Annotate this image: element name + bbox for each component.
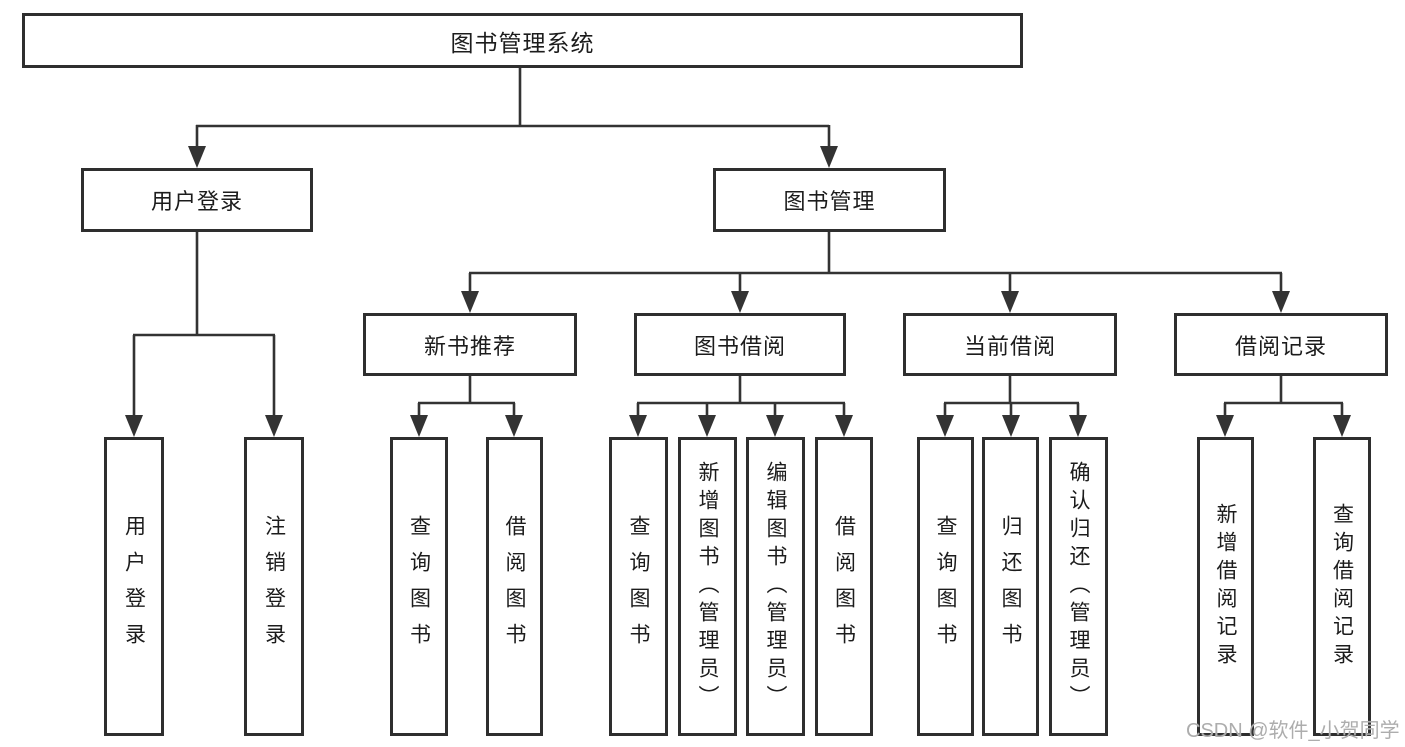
leaf-return-books: 归还图书 (982, 437, 1039, 736)
node-borrow-records: 借阅记录 (1174, 313, 1388, 376)
leaf-add-borrow-record: 新增借阅记录 (1197, 437, 1254, 736)
node-label: 图书管理系统 (450, 29, 595, 56)
leaf-label: 归还图书 (999, 514, 1022, 659)
leaf-borrow-books: 借阅图书 (815, 437, 873, 736)
leaf-query-books-current: 查询图书 (917, 437, 974, 736)
leaf-label: 查询图书 (934, 514, 957, 659)
node-system-root: 图书管理系统 (22, 13, 1023, 68)
node-new-book-recommend: 新书推荐 (363, 313, 577, 376)
leaf-logout: 注销登录 (244, 437, 304, 736)
leaf-user-login: 用户登录 (104, 437, 164, 736)
leaf-label: 查询借阅记录 (1330, 502, 1354, 671)
node-label: 当前借阅 (963, 333, 1056, 359)
leaf-label: 编辑图书（管理员） (764, 460, 787, 713)
node-label: 用户登录 (150, 189, 243, 214)
leaf-label: 查询图书 (407, 514, 431, 659)
node-book-borrow: 图书借阅 (634, 313, 846, 376)
leaf-borrow-books-recommend: 借阅图书 (486, 437, 543, 736)
node-current-borrow: 当前借阅 (903, 313, 1117, 376)
leaf-label: 查询图书 (627, 514, 650, 659)
leaf-confirm-return-admin: 确认归还（管理员） (1049, 437, 1108, 736)
leaf-query-borrow-record: 查询借阅记录 (1313, 437, 1371, 736)
leaf-label: 借阅图书 (832, 514, 856, 659)
leaf-label: 新增图书（管理员） (696, 460, 719, 713)
leaf-query-books-recommend: 查询图书 (390, 437, 448, 736)
leaf-label: 用户登录 (122, 514, 146, 659)
csdn-watermark: CSDN @软件_小贺同学 (1186, 720, 1400, 742)
node-label: 图书借阅 (693, 333, 786, 359)
node-label: 新书推荐 (423, 333, 516, 359)
node-label: 借阅记录 (1234, 333, 1327, 359)
leaf-edit-books-admin: 编辑图书（管理员） (746, 437, 805, 736)
leaf-add-books-admin: 新增图书（管理员） (678, 437, 737, 736)
leaf-label: 借阅图书 (503, 514, 526, 659)
node-book-management: 图书管理 (713, 168, 946, 232)
leaf-label: 新增借阅记录 (1214, 502, 1237, 671)
leaf-label: 确认归还（管理员） (1067, 460, 1090, 713)
leaf-label: 注销登录 (262, 514, 286, 659)
leaf-query-books-borrow: 查询图书 (609, 437, 668, 736)
node-label: 图书管理 (783, 189, 876, 214)
node-user-login: 用户登录 (81, 168, 313, 232)
